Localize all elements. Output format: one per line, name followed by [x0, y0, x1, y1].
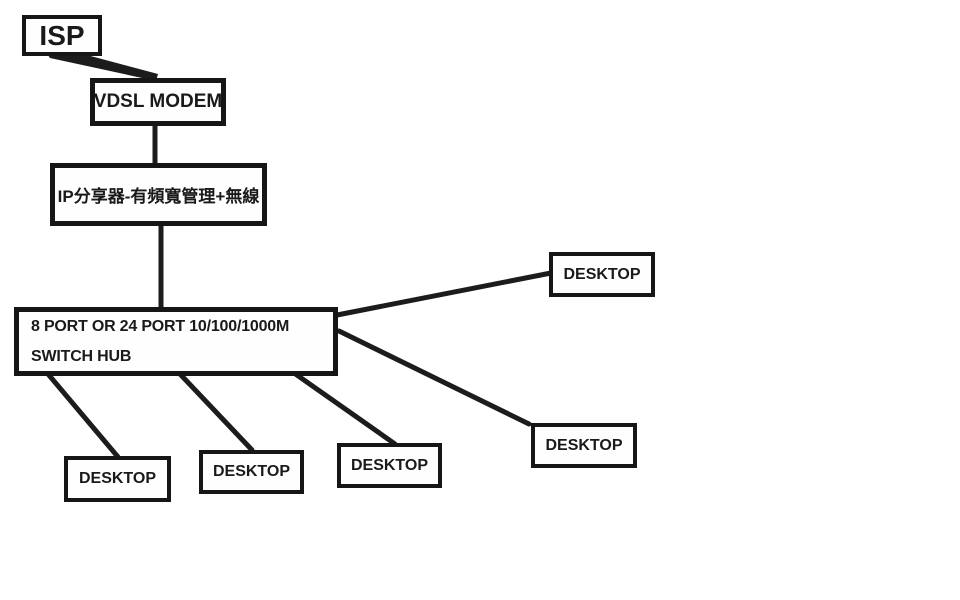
node-vdsl-modem-label: VDSL MODEM — [93, 91, 223, 112]
node-desktop-bottom-2: DESKTOP — [199, 450, 304, 494]
edge-isp-modem — [46, 52, 158, 81]
node-desktop-right-mid: DESKTOP — [531, 423, 637, 468]
node-desktop-label: DESKTOP — [545, 436, 623, 454]
node-isp: ISP — [22, 15, 102, 56]
node-ip-router-wireless: IP分享器-有頻寬管理+無線 — [50, 163, 267, 226]
edge-switch-desktop-bottom-1 — [45, 371, 121, 460]
node-desktop-label: DESKTOP — [78, 470, 157, 487]
node-vdsl-modem: VDSL MODEM — [90, 78, 226, 126]
node-desktop-bottom-3: DESKTOP — [337, 443, 442, 488]
node-switch-hub-label-line2: SWITCH HUB — [31, 347, 132, 365]
edge-switch-desktop-bottom-2 — [177, 371, 255, 453]
edge-switch-desktop-right-top — [334, 270, 554, 318]
node-desktop-label: DESKTOP — [212, 463, 291, 480]
edge-switch-desktop-bottom-3 — [291, 370, 398, 447]
node-switch-hub: 8 PORT OR 24 PORT 10/100/1000M SWITCH HU… — [14, 307, 338, 376]
node-desktop-right-top: DESKTOP — [549, 252, 655, 297]
node-ip-router-wireless-label: IP分享器-有頻寬管理+無線 — [57, 187, 260, 206]
node-desktop-label: DESKTOP — [563, 265, 641, 283]
node-desktop-label: DESKTOP — [350, 456, 429, 474]
node-isp-label: ISP — [39, 19, 85, 51]
node-switch-hub-label-line1: 8 PORT OR 24 PORT 10/100/1000M — [31, 317, 290, 335]
node-desktop-bottom-1: DESKTOP — [64, 456, 171, 502]
edge-switch-desktop-right-mid — [336, 328, 532, 427]
